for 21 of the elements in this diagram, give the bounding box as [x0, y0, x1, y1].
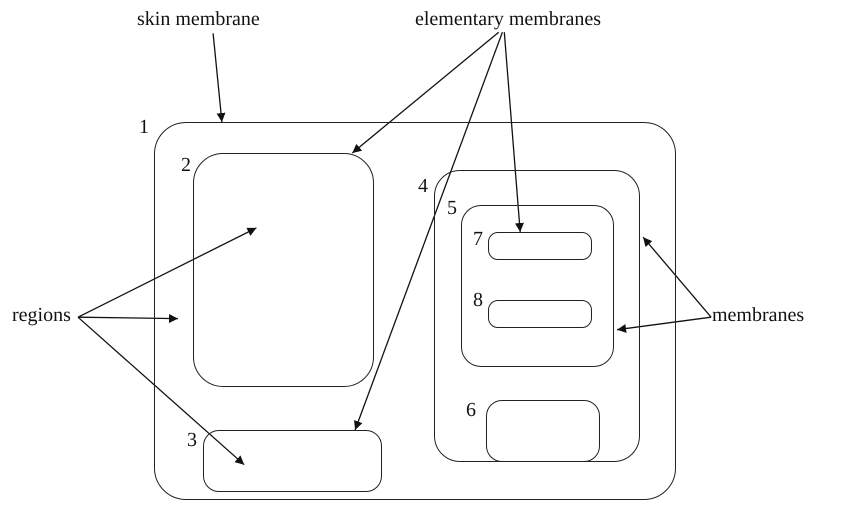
callout-text: elementary membranes	[415, 8, 602, 30]
leader-arrow	[78, 227, 257, 318]
membrane-number: 7	[473, 229, 483, 249]
membrane-number: 4	[418, 176, 428, 196]
leader-arrow	[504, 32, 524, 232]
membrane-number: 8	[473, 290, 483, 310]
callout-text: membranes	[712, 304, 804, 326]
leader-arrow	[212, 33, 226, 122]
leader-arrow	[78, 316, 245, 466]
leader-arrow	[78, 314, 178, 323]
leader-arrow	[354, 32, 503, 430]
membrane-number: 6	[466, 400, 476, 420]
callout-text: skin membrane	[137, 8, 260, 30]
membrane-number: 2	[181, 155, 191, 175]
membrane-number: 5	[447, 198, 457, 218]
leader-arrow	[642, 236, 712, 318]
membrane-number: 3	[187, 430, 197, 450]
membrane-number: 1	[139, 117, 149, 137]
leader-arrow	[352, 32, 500, 154]
leader-arrow	[617, 316, 712, 333]
callout-text: regions	[12, 304, 71, 326]
